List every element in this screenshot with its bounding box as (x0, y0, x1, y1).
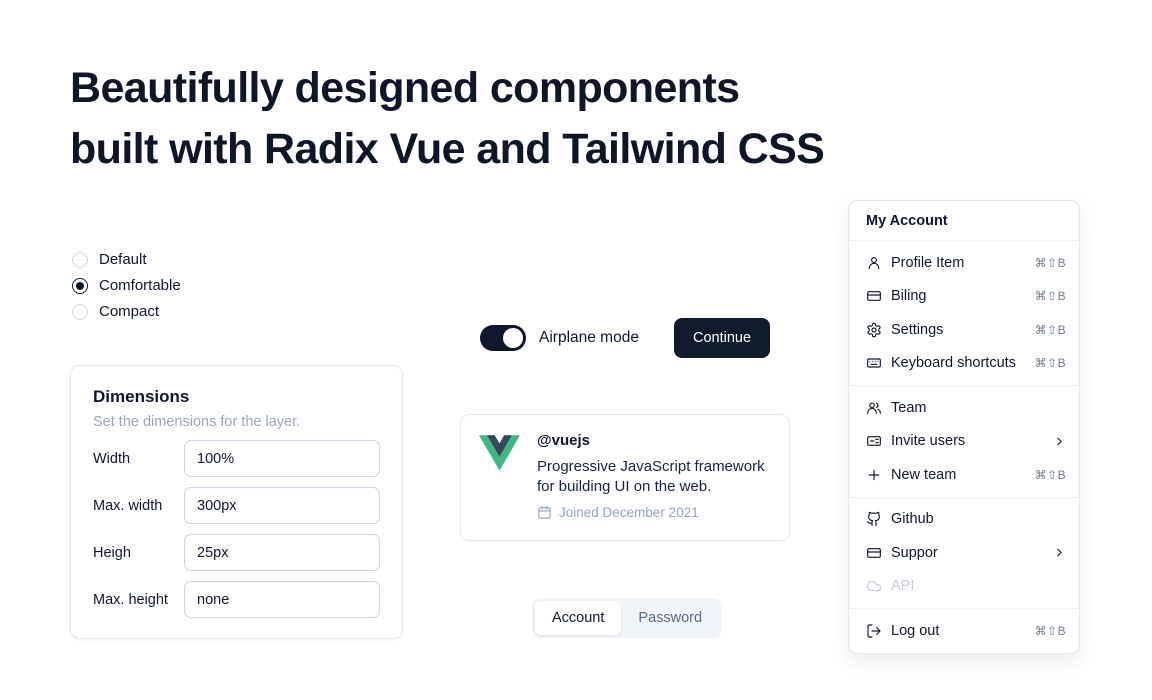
menu-item-label: Invite users (891, 433, 966, 450)
dimensions-subtitle: Set the dimensions for the layer. (93, 414, 301, 430)
menu-item-label: Log out (891, 622, 940, 639)
menu-separator (849, 240, 1079, 241)
radio-default[interactable]: Default (72, 251, 181, 268)
users-icon (867, 402, 881, 414)
radio-circle-icon[interactable] (72, 277, 88, 294)
menu-separator (849, 496, 1079, 498)
menu-item-shortcut: ⌘⇧B (1034, 623, 1066, 638)
calendar-icon (538, 506, 551, 519)
account-tabs: Account Password (532, 598, 723, 638)
menu-group-external: Github Suppor API (849, 498, 1079, 609)
menu-group-team: Team Invite users New team ⌘⇧B (849, 386, 1079, 497)
menu-separator (849, 608, 1079, 609)
continue-button[interactable]: Continue (674, 318, 770, 358)
menu-item-support[interactable]: Suppor (849, 536, 1079, 570)
page-title-line1: Beautifully designed components (70, 64, 740, 112)
chevron-right-icon (1057, 548, 1062, 557)
cloud-icon (866, 581, 882, 592)
menu-item-billing[interactable]: Biling ⌘⇧B (849, 280, 1079, 314)
log-out-icon (867, 624, 881, 638)
user-icon (868, 256, 880, 269)
menu-item-label: Team (891, 399, 927, 416)
vue-card-body: @vuejs Progressive JavaScript framework … (537, 432, 771, 523)
menu-item-label: Profile Item (891, 254, 965, 271)
page-title-line2: built with Radix Vue and Tailwind CSS (70, 125, 825, 173)
menu-title: My Account (866, 212, 948, 229)
airplane-mode-label: Airplane mode (539, 329, 639, 346)
airplane-mode-toggle[interactable] (480, 325, 526, 351)
lifebuoy-icon (867, 547, 881, 558)
user-plus-icon (867, 436, 881, 447)
tab-password[interactable]: Password (638, 610, 703, 626)
vue-handle: @vuejs (537, 432, 590, 449)
field-row: Max. width (93, 487, 380, 524)
menu-item-shortcut: ⌘⇧B (1034, 356, 1066, 371)
radio-circle-icon[interactable] (72, 251, 88, 268)
plus-icon (868, 469, 880, 480)
keyboard-icon (867, 358, 881, 368)
radio-circle-icon[interactable] (72, 303, 88, 320)
menu-item-shortcut: ⌘⇧B (1034, 322, 1066, 337)
density-radio-group: Default Comfortable Compact (72, 251, 181, 320)
vue-hover-card: @vuejs Progressive JavaScript framework … (460, 414, 790, 541)
vue-joined-row: Joined December 2021 (537, 505, 771, 520)
menu-item-label: New team (891, 466, 957, 483)
vue-description: Progressive JavaScript framework for bui… (537, 458, 765, 495)
width-input[interactable] (184, 440, 380, 477)
height-input[interactable] (184, 534, 380, 571)
radio-comfortable[interactable]: Comfortable (72, 277, 181, 294)
radio-compact[interactable]: Compact (72, 303, 181, 320)
account-dropdown-menu: My Account Profile Item ⌘⇧B Biling ⌘⇧B S… (848, 200, 1080, 654)
menu-separator (849, 385, 1079, 386)
menu-item-label: Biling (891, 288, 927, 305)
width-label: Width (93, 450, 131, 467)
menu-item-label: Github (891, 511, 934, 528)
airplane-mode-row: Airplane mode (480, 325, 639, 351)
menu-group-profile: Profile Item ⌘⇧B Biling ⌘⇧B Settings ⌘⇧B… (849, 241, 1079, 385)
radio-label: Default (99, 251, 147, 268)
menu-item-settings[interactable]: Settings ⌘⇧B (849, 313, 1079, 347)
vue-joined-label: Joined December 2021 (559, 505, 699, 520)
gear-icon (867, 322, 881, 337)
dimensions-title: Dimensions (93, 387, 190, 406)
menu-item-log-out[interactable]: Log out ⌘⇧B (849, 614, 1079, 648)
menu-item-profile[interactable]: Profile Item ⌘⇧B (849, 246, 1079, 280)
vue-logo-icon (479, 435, 520, 471)
menu-group-logout: Log out ⌘⇧B (849, 609, 1079, 653)
menu-item-shortcut: ⌘⇧B (1034, 289, 1066, 304)
menu-item-new-team[interactable]: New team ⌘⇧B (849, 458, 1079, 492)
menu-item-shortcut: ⌘⇧B (1034, 255, 1066, 270)
height-label: Heigh (93, 544, 131, 561)
dimensions-card: Dimensions Set the dimensions for the la… (70, 365, 403, 639)
radio-label: Comfortable (99, 277, 181, 294)
menu-item-team[interactable]: Team (849, 391, 1079, 425)
page-title: Beautifully designed components built wi… (70, 58, 825, 180)
menu-item-github[interactable]: Github (849, 503, 1079, 537)
max-height-label: Max. height (93, 591, 168, 608)
menu-item-keyboard-shortcuts[interactable]: Keyboard shortcuts ⌘⇧B (849, 347, 1079, 381)
tab-account[interactable]: Account (535, 601, 622, 635)
radio-label: Compact (99, 303, 160, 320)
github-icon (866, 512, 880, 527)
max-width-input[interactable] (184, 487, 380, 524)
chevron-right-icon (1057, 437, 1062, 446)
menu-item-label: Suppor (891, 544, 938, 561)
max-width-label: Max. width (93, 497, 163, 514)
menu-item-invite-users[interactable]: Invite users (849, 425, 1079, 459)
max-height-input[interactable] (184, 581, 380, 618)
menu-item-shortcut: ⌘⇧B (1034, 467, 1066, 482)
field-row: Heigh (93, 534, 380, 571)
menu-item-label: Settings (891, 321, 944, 338)
menu-item-api: API (849, 570, 1079, 604)
menu-item-label: API (891, 578, 915, 595)
menu-item-label: Keyboard shortcuts (891, 355, 1016, 372)
credit-card-icon (867, 291, 881, 302)
field-row: Width (93, 440, 380, 477)
field-row: Max. height (93, 581, 380, 618)
